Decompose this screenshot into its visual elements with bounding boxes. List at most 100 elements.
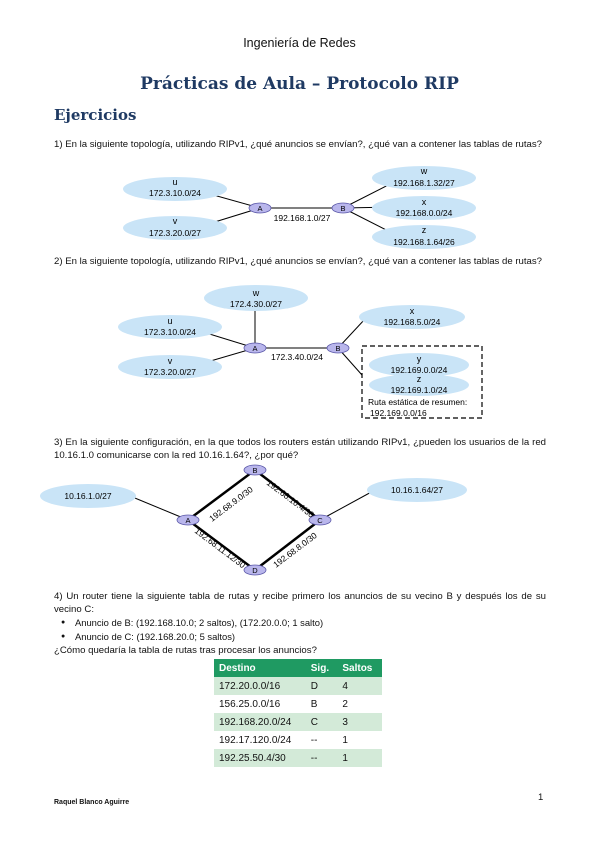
cell-saltos: 1	[337, 731, 382, 749]
net-v-name: v	[173, 216, 178, 226]
network-x-cloud	[372, 196, 476, 220]
page-header: Ingeniería de Redes	[243, 36, 356, 50]
col-saltos: Saltos	[337, 659, 382, 677]
cell-saltos: 4	[337, 677, 382, 695]
net-z-name: z	[422, 225, 427, 235]
cell-saltos: 2	[337, 695, 382, 713]
router-b-label: B	[335, 344, 340, 353]
network-right-cloud	[367, 478, 467, 502]
router-c-label: C	[317, 516, 323, 525]
net-v-addr: 172.3.20.0/27	[149, 228, 201, 238]
network-z-cloud	[372, 225, 476, 249]
net-y-addr: 192.169.0.0/24	[391, 365, 448, 375]
network-w-cloud	[372, 166, 476, 190]
link-ab-label: 192.168.1.0/27	[274, 213, 331, 223]
link-ab-label: 172.3.40.0/24	[271, 352, 323, 362]
cell-destino: 192.25.50.4/30	[214, 749, 306, 767]
page-title: Prácticas de Aula – Protocolo RIP	[140, 74, 459, 94]
router-d-icon	[243, 564, 267, 576]
router-a-icon	[176, 514, 200, 526]
static-route-value: 192.169.0.0/16	[370, 408, 427, 418]
net-y-name: y	[417, 354, 422, 364]
footer-author: Raquel Blanco Aguirre	[54, 799, 130, 806]
table-row: 192.17.120.0/24--1	[214, 731, 382, 749]
link-dc-label: 192.68.8.0/30	[271, 530, 319, 569]
question-2-text: 2) En la siguiente topología, utilizando…	[54, 256, 542, 267]
net-left-addr: 10.16.1.0/27	[64, 491, 112, 501]
page-number: 1	[538, 792, 544, 803]
question-4-text: 4) Un router tiene la siguiente tabla de…	[54, 591, 546, 615]
cell-sig: --	[305, 749, 338, 767]
cell-sig: B	[305, 695, 338, 713]
net-right-addr: 10.16.1.64/27	[391, 485, 443, 495]
net-x-name: x	[410, 306, 415, 316]
topology-1-diagram: u 172.3.10.0/24 v 172.3.20.0/27 w 192.16…	[123, 166, 476, 249]
net-u-addr: 172.3.10.0/24	[144, 327, 196, 337]
link-ad-label: 192.68.11.12/30	[193, 526, 248, 571]
net-v-addr: 172.3.20.0/27	[144, 367, 196, 377]
net-x-addr: 192.168.0.0/24	[396, 208, 453, 218]
net-u-name: u	[167, 316, 172, 326]
col-sig: Sig.	[305, 659, 338, 677]
link-bc-label: 192.68.10.4/30	[265, 478, 317, 520]
table-row: 192.25.50.4/30--1	[214, 749, 382, 767]
network-z-cloud	[369, 374, 469, 396]
router-d-label: D	[252, 566, 258, 575]
net-x-name: x	[422, 197, 427, 207]
topology-3-diagram: 10.16.1.0/27 10.16.1.64/27 A B C D 192.6…	[40, 464, 467, 576]
router-b-label: B	[340, 204, 345, 213]
network-left-cloud	[40, 484, 136, 508]
net-u-addr: 172.3.10.0/24	[149, 188, 201, 198]
router-b-icon	[243, 464, 267, 476]
net-w-addr: 192.168.1.32/27	[393, 178, 455, 188]
net-z-name: z	[417, 374, 422, 384]
network-u-cloud	[123, 177, 227, 201]
question-3-text: 3) En la siguiente configuración, en la …	[54, 437, 546, 461]
router-a-label: A	[257, 204, 262, 213]
cell-sig: D	[305, 677, 338, 695]
network-v-cloud	[123, 216, 227, 240]
link-ab-label: 192.68.9.0/30	[207, 484, 255, 523]
router-b-label: B	[252, 466, 257, 475]
cell-destino: 192.168.20.0/24	[214, 713, 306, 731]
section-heading: Ejercicios	[54, 106, 137, 124]
net-x-addr: 192.168.5.0/24	[384, 317, 441, 327]
cell-destino: 192.17.120.0/24	[214, 731, 306, 749]
question-4-prompt: ¿Cómo quedaría la tabla de rutas tras pr…	[54, 645, 317, 656]
cell-saltos: 3	[337, 713, 382, 731]
cell-destino: 172.20.0.0/16	[214, 677, 306, 695]
router-a-icon	[243, 342, 267, 354]
net-z-addr: 192.168.1.64/26	[393, 237, 455, 247]
network-w-cloud	[204, 285, 308, 311]
net-z-addr: 192.169.1.0/24	[391, 385, 448, 395]
network-u-cloud	[118, 315, 222, 339]
static-route-label: Ruta estática de resumen:	[368, 397, 467, 407]
cell-sig: --	[305, 731, 338, 749]
net-w-name: w	[420, 166, 428, 176]
network-v-cloud	[118, 355, 222, 379]
net-w-addr: 172.4.30.0/27	[230, 299, 282, 309]
net-w-name: w	[252, 288, 260, 298]
router-b-icon	[326, 342, 350, 354]
network-y-cloud	[369, 353, 469, 377]
router-a-icon	[248, 202, 272, 214]
announce-b-item: Anuncio de B: (192.168.10.0; 2 saltos), …	[61, 617, 323, 629]
cell-saltos: 1	[337, 749, 382, 767]
announce-c-item: Anuncio de C: (192.168.20.0; 5 saltos)	[61, 631, 235, 643]
router-b-icon	[331, 202, 355, 214]
cell-sig: C	[305, 713, 338, 731]
col-destino: Destino	[214, 659, 306, 677]
net-u-name: u	[172, 177, 177, 187]
router-c-icon	[308, 514, 332, 526]
router-a-label: A	[252, 344, 257, 353]
topology-2-diagram: w 172.4.30.0/27 u 172.3.10.0/24 v 172.3.…	[118, 285, 483, 419]
net-v-name: v	[168, 356, 173, 366]
network-x-cloud	[359, 305, 465, 329]
router-a-label: A	[185, 516, 190, 525]
cell-destino: 156.25.0.0/16	[214, 695, 306, 713]
question-1-text: 1) En la siguiente topología, utilizando…	[54, 139, 542, 150]
